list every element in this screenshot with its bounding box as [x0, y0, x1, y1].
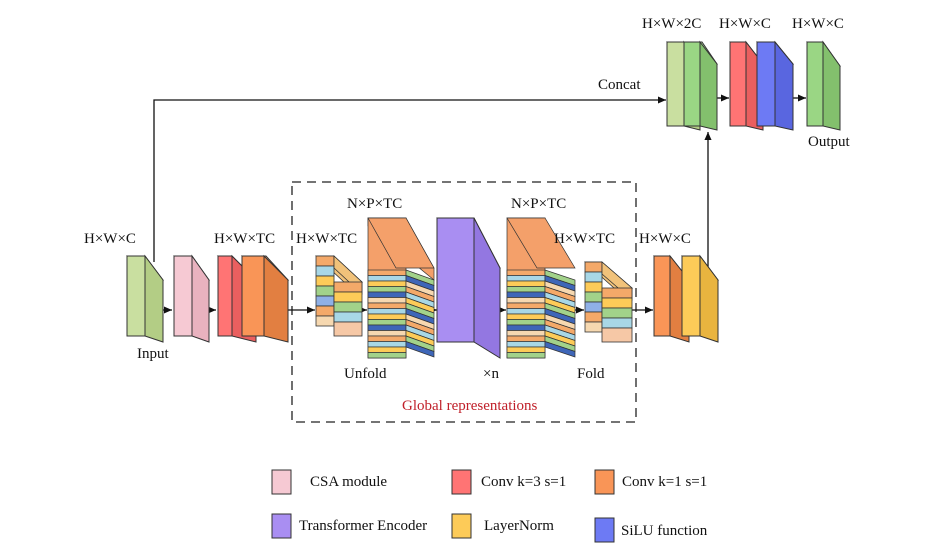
- fold-in-dim-label: N×P×TC: [511, 196, 566, 212]
- input-block-front: [126, 255, 146, 337]
- legend-swatch-transformer: [271, 513, 292, 539]
- fold-stack-front-stripes: [506, 269, 546, 359]
- conv1-layernorm-block: [652, 254, 719, 343]
- conv3-dim-label: H×W×TC: [214, 231, 275, 247]
- unfold-grid-side: [333, 255, 363, 337]
- input-dim-label: H×W×C: [84, 231, 136, 247]
- output-block: [806, 40, 841, 131]
- patch-stripe: [506, 341, 546, 348]
- layernorm-block: [681, 255, 701, 337]
- transformer-block: [436, 217, 501, 359]
- patch-stripe: [367, 269, 407, 276]
- unfold-grid-front: [315, 255, 335, 327]
- patch-stripe-side: [544, 341, 576, 358]
- patch-stripe: [506, 286, 546, 293]
- patch-stripe: [506, 330, 546, 337]
- patch-stripe: [506, 302, 546, 309]
- conv1-block-after-fold: [653, 255, 671, 337]
- fold-out-dim-label: H×W×TC: [554, 231, 615, 247]
- unfold-label: Unfold: [344, 366, 387, 382]
- fold-stack-side-stripes: [544, 269, 576, 358]
- legend-label-conv3: Conv k=3 s=1: [481, 474, 566, 490]
- patch-stripe-side: [405, 341, 435, 358]
- patch-stripe: [506, 346, 546, 353]
- transformer-block-front: [436, 217, 475, 343]
- conv1-block-front: [241, 255, 265, 337]
- fold-label: Fold: [577, 366, 605, 382]
- legend-label-transformer: Transformer Encoder: [299, 518, 427, 534]
- fold-grid: [583, 261, 634, 343]
- patch-stripe: [367, 308, 407, 315]
- patch-stripe: [367, 313, 407, 320]
- legend-label-csa: CSA module: [310, 474, 387, 490]
- patch-stripe: [367, 297, 407, 304]
- patch-stripe: [367, 346, 407, 353]
- patch-stripe: [506, 335, 546, 342]
- unfold-in-dim-label: H×W×TC: [296, 231, 357, 247]
- skip-connection: [153, 96, 666, 262]
- legend-swatch-conv3: [451, 469, 472, 495]
- patch-stripe: [367, 341, 407, 348]
- patch-stripe: [367, 280, 407, 287]
- legend-swatch-conv1: [594, 469, 615, 495]
- conv-dim-label: H×W×C: [719, 16, 771, 32]
- patch-stripe: [367, 286, 407, 293]
- patch-stripe: [506, 275, 546, 282]
- unfold-stack-top: [367, 217, 435, 269]
- conv3-block-front: [217, 255, 233, 337]
- patch-stripe: [367, 275, 407, 282]
- legend-label-silu: SiLU function: [621, 523, 708, 539]
- input-block: [126, 254, 164, 343]
- legend-swatch-csa: [271, 469, 292, 495]
- legend-label-conv1: Conv k=1 s=1: [622, 474, 707, 490]
- transformer-repeat-label: ×n: [483, 366, 499, 382]
- concat-dim-label: H×W×2C: [642, 16, 701, 32]
- unfold-grid: [314, 255, 364, 337]
- patch-stripe: [367, 352, 407, 359]
- output-label: Output: [808, 134, 851, 150]
- patch-stripe: [367, 324, 407, 331]
- patch-stripe: [367, 330, 407, 337]
- legend-swatch-layernorm: [451, 513, 472, 539]
- output-dim-label: H×W×C: [792, 16, 844, 32]
- unfold-out-dim-label: N×P×TC: [347, 196, 402, 212]
- conv-silu-block: [728, 40, 795, 131]
- csa-block: [173, 254, 210, 343]
- patch-stripe: [367, 291, 407, 298]
- concat-block: [666, 40, 718, 131]
- patch-stripe: [506, 291, 546, 298]
- unfold-stack: [367, 217, 435, 359]
- fold-stack: [506, 217, 576, 359]
- region-label: Global representations: [402, 398, 538, 414]
- patch-stripe: [367, 335, 407, 342]
- csa-block-front: [173, 255, 193, 337]
- patch-stripe: [506, 269, 546, 276]
- after-fold-dim-label: H×W×C: [639, 231, 691, 247]
- patch-stripe: [506, 297, 546, 304]
- patch-stripe: [506, 319, 546, 326]
- concat-label: Concat: [598, 77, 641, 93]
- unfold-stack-front-stripes: [367, 269, 407, 359]
- patch-stripe: [506, 280, 546, 287]
- input-block-side: [144, 254, 164, 343]
- patch-stripe: [367, 319, 407, 326]
- patch-stripe: [506, 352, 546, 359]
- patch-stripe: [367, 302, 407, 309]
- global-representations-region: [291, 181, 637, 423]
- unfold-stack-side-stripes: [405, 269, 435, 358]
- fold-stack-top: [506, 217, 576, 269]
- legend-label-layernorm: LayerNorm: [484, 518, 554, 534]
- patch-stripe: [506, 308, 546, 315]
- input-label: Input: [137, 346, 169, 362]
- legend-swatch-silu: [594, 517, 615, 543]
- patch-stripe: [506, 313, 546, 320]
- patch-stripe: [506, 324, 546, 331]
- conv-pair-block: [216, 254, 290, 343]
- legend: CSA module Conv k=3 s=1 Conv k=1 s=1 Tra…: [271, 469, 708, 543]
